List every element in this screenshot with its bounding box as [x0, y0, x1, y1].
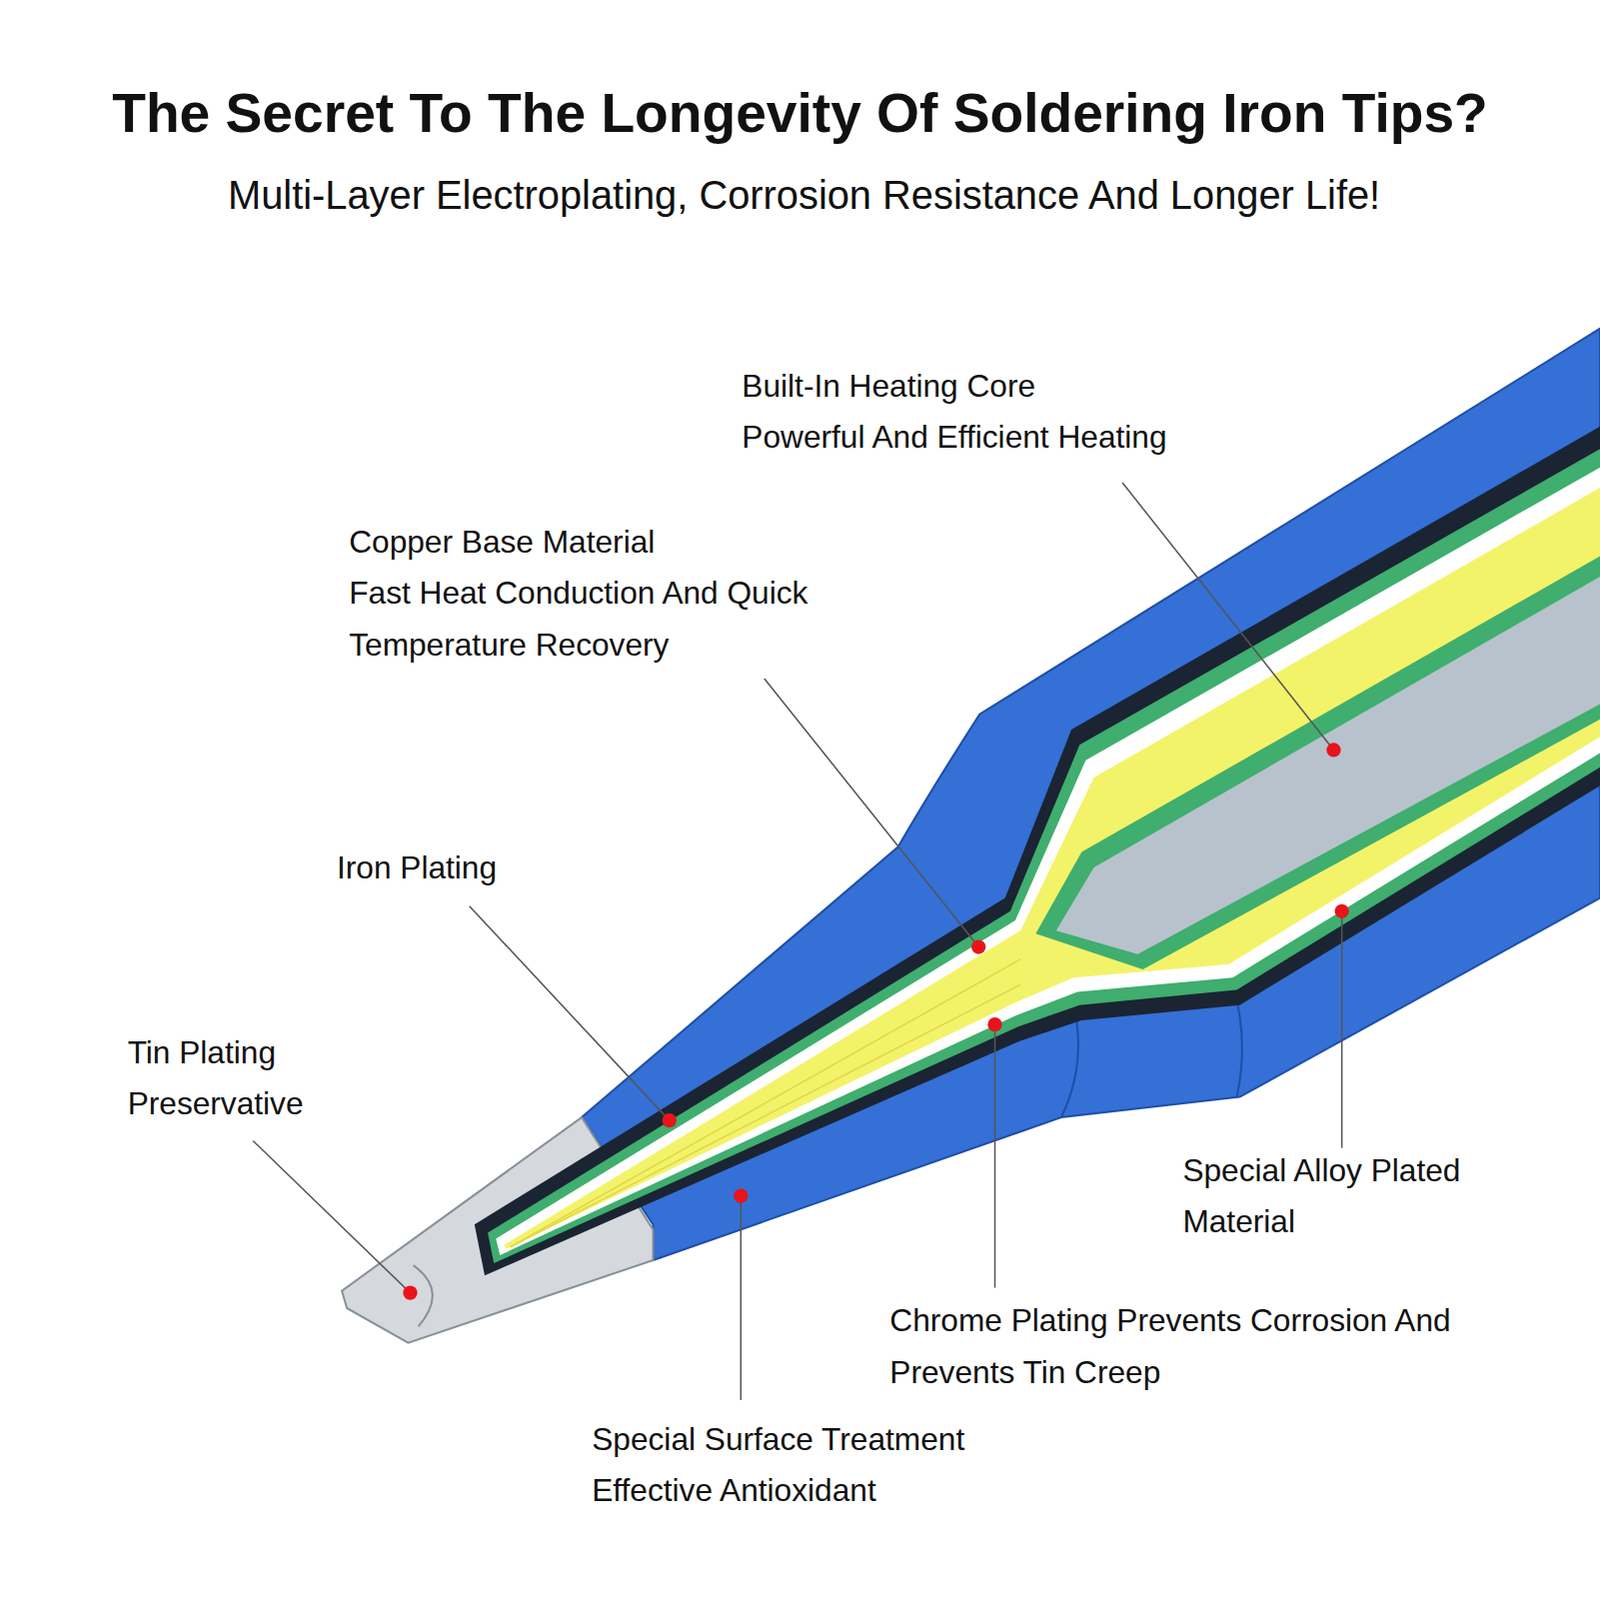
page-title: The Secret To The Longevity Of Soldering… [0, 86, 1600, 138]
subtitle: Multi-Layer Electroplating, Corrosion Re… [3, 170, 1600, 222]
callout-body: Effective Antioxidant [591, 1465, 1205, 1517]
callout-body: Powerful And Efficient Heating [741, 412, 1355, 464]
callout-heading: Tin Plating [127, 1027, 536, 1079]
callout-heading: Special Alloy Plated Material [1182, 1146, 1520, 1249]
callout-body: Preservative [127, 1078, 536, 1130]
callout-heading: Built-In Heating Core [741, 360, 1355, 412]
callout-body: Fast Heat Conduction And Quick Temperatu… [348, 568, 900, 671]
callout-heading: Copper Base Material [348, 517, 962, 569]
callout-heading: Special Surface Treatment [591, 1414, 1205, 1466]
callout-heading: Iron Plating [336, 842, 745, 894]
callout-heading: Chrome Plating Prevents Corrosion And Pr… [889, 1296, 1477, 1399]
